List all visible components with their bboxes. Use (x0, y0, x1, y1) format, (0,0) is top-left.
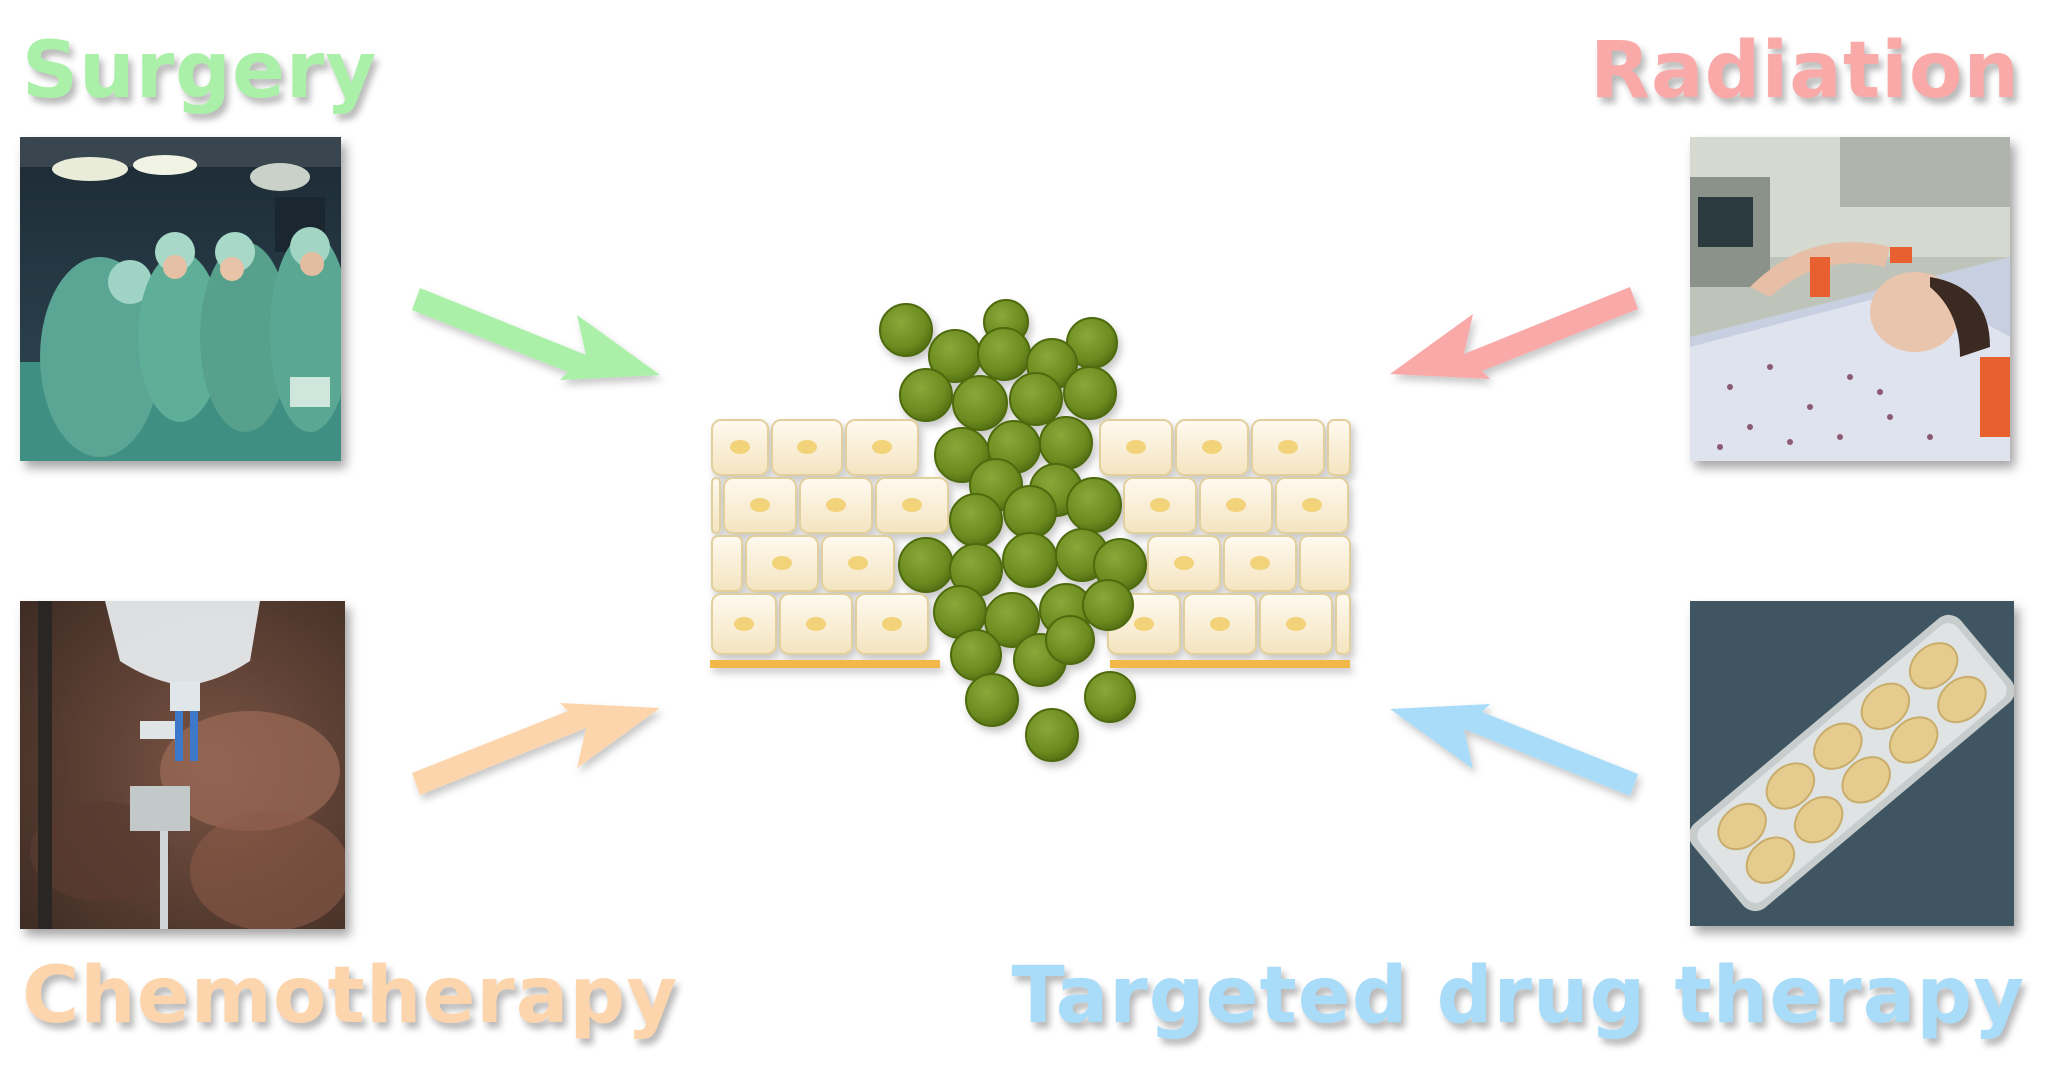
targeted-drug-therapy-label: Targeted drug therapy (1011, 951, 2025, 1041)
radiation-photo (1690, 137, 2010, 461)
surgery-arrow (412, 288, 660, 380)
chemotherapy-photo (20, 601, 345, 929)
surgery-photo (20, 137, 341, 461)
chemotherapy-label: Chemotherapy (22, 951, 679, 1041)
radiation-label: Radiation (1589, 26, 2020, 116)
surgery-label: Surgery (22, 26, 378, 116)
radiation-arrow (1390, 287, 1638, 379)
tumor-illustration (710, 299, 1351, 762)
pill-blister-photo (1690, 601, 2014, 926)
cell-nuclei (730, 440, 1322, 631)
chemotherapy-arrow (412, 703, 660, 795)
cancer-cells (879, 299, 1147, 762)
targeted-arrow (1390, 704, 1638, 796)
